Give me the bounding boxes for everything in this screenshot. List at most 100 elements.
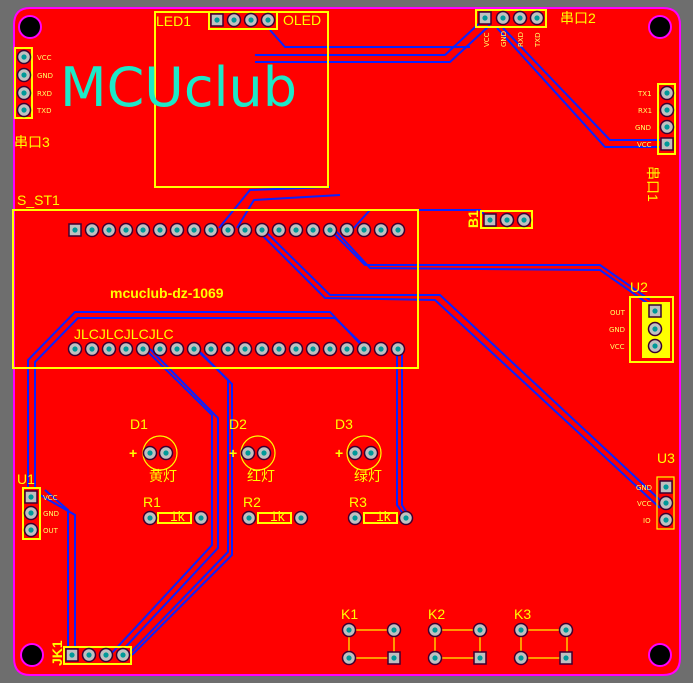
drill-hole [276,346,282,352]
drill-hole [89,346,95,352]
r3-designator: R3 [349,494,367,510]
drill-hole [123,346,129,352]
uart2-designator: 串口2 [560,10,596,26]
drill-hole [28,527,34,533]
drill-hole [106,346,112,352]
u1-designator: U1 [17,471,35,487]
drill-hole [344,346,350,352]
drill-hole [86,652,92,658]
drill-hole [225,346,231,352]
drill-hole [487,217,493,223]
drill-hole [21,90,27,96]
s-st1-designator: S_ST1 [17,192,60,208]
drill-hole [346,627,352,633]
drill-hole [147,515,153,521]
uart3-designator: 串口3 [14,134,50,150]
r1-value: 1k [170,508,186,524]
uart1-pin-label: RX1 [638,107,652,115]
mounting-holes [18,15,672,667]
drill-hole [103,652,109,658]
drill-hole [310,227,316,233]
drill-hole [482,15,488,21]
drill-hole [361,227,367,233]
drill-hole [157,227,163,233]
k1-designator: K1 [341,606,358,622]
drill-hole [352,450,358,456]
drill-hole [504,217,510,223]
drill-hole [21,72,27,78]
drill-hole [518,655,524,661]
u3-pin-label: GND [636,484,652,492]
drill-hole [198,515,204,521]
u2-pin-label: OUT [610,309,626,317]
drill-hole [89,227,95,233]
drill-hole [518,627,524,633]
u1-pin-label: OUT [43,527,59,535]
drill-hole [140,227,146,233]
drill-hole [293,227,299,233]
d3-value: 绿灯 [354,468,382,484]
drill-hole [174,346,180,352]
drill-hole [652,326,658,332]
drill-hole [265,17,271,23]
drill-hole [276,227,282,233]
drill-hole [378,227,384,233]
board-name: mcuclub-dz-1069 [110,285,224,301]
u3-pin-label: IO [643,517,651,525]
d2-value: 红灯 [247,468,275,484]
drill-hole [259,227,265,233]
drill-hole [310,346,316,352]
d1-polarity: + [129,445,137,461]
drill-hole [208,227,214,233]
r2-value: 1k [270,508,286,524]
drill-hole [361,346,367,352]
drill-hole [157,346,163,352]
uart3-pin-label: GND [37,72,53,80]
d2-designator: D2 [229,416,247,432]
uart1-pin-label: TX1 [637,90,652,98]
k3-designator: K3 [514,606,531,622]
drill-hole [391,655,397,661]
drill-hole [120,652,126,658]
led1-designator: LED1 [156,13,191,29]
drill-hole [477,655,483,661]
drill-hole [432,655,438,661]
drill-hole [652,308,658,314]
drill-hole [191,346,197,352]
drill-hole [534,15,540,21]
uart2-pin-label: GND [500,31,508,47]
drill-hole [664,141,670,147]
u3-designator: U3 [657,450,675,466]
drill-hole [344,227,350,233]
drill-hole [140,346,146,352]
drill-hole [395,227,401,233]
drill-hole [242,227,248,233]
drill-hole [517,15,523,21]
drill-hole [106,227,112,233]
drill-hole [664,90,670,96]
drill-hole [174,227,180,233]
u2-pin-label: VCC [610,343,625,351]
uart1-pin-label: VCC [637,141,652,149]
d3-designator: D3 [335,416,353,432]
drill-hole [261,450,267,456]
drill-hole [652,343,658,349]
uart1-pin-label: GND [635,124,651,132]
drill-hole [298,515,304,521]
drill-hole [293,346,299,352]
drill-hole [663,517,669,523]
drill-hole [327,346,333,352]
drill-hole [521,217,527,223]
drill-hole [378,346,384,352]
pads-layer [16,10,675,666]
drill-hole [242,346,248,352]
drill-hole [352,515,358,521]
d3-polarity: + [335,445,343,461]
drill-hole [477,627,483,633]
drill-hole [563,655,569,661]
uart3-pin-label: TXD [36,107,51,115]
drill-hole [208,346,214,352]
pin-labels: VCC GND RXD TXD VCC GND RXD TXD TX1 RX1 … [36,31,652,535]
